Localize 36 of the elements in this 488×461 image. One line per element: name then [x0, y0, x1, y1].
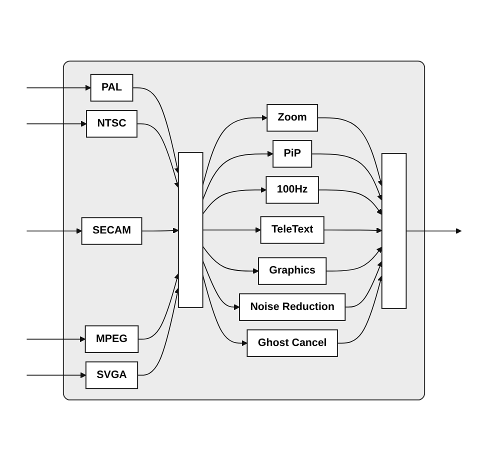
arrow [202, 187, 266, 214]
node-box [86, 110, 138, 138]
arrow [202, 260, 240, 310]
node-box [272, 140, 312, 168]
cluster [62, 60, 426, 400]
arrow [202, 150, 274, 200]
arrow [318, 190, 382, 215]
arrow [337, 275, 384, 344]
arrow [26, 372, 86, 378]
node-box [266, 176, 319, 204]
arrow [26, 228, 82, 234]
arrow [26, 120, 87, 127]
node-box [81, 217, 142, 245]
arrow [344, 261, 383, 308]
node-box [260, 216, 324, 244]
arrow [311, 153, 383, 201]
arrow [317, 117, 384, 186]
arrow [26, 84, 92, 91]
node-box [239, 293, 346, 321]
arrow [26, 336, 86, 342]
node-box [246, 329, 338, 358]
node-box [84, 325, 139, 354]
arrow [323, 228, 382, 234]
node-bar [178, 152, 204, 308]
node-box [90, 74, 134, 102]
arrow [141, 228, 179, 234]
arrow [406, 228, 462, 234]
node-box [85, 361, 138, 390]
arrow [326, 246, 382, 272]
node-box [258, 257, 327, 285]
arrow [138, 273, 180, 340]
arrow [136, 123, 180, 188]
node-bar [381, 153, 407, 309]
arrow [202, 246, 259, 274]
arrow [202, 227, 262, 233]
node-box [266, 104, 318, 132]
